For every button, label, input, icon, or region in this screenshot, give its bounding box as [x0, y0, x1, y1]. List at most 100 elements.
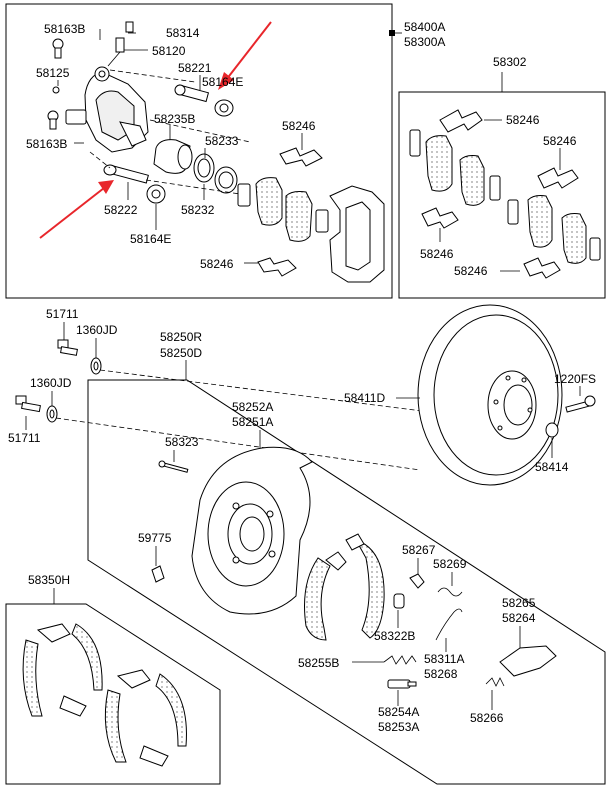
kit-pad-4: [561, 213, 601, 264]
brake-rotor: [417, 304, 563, 486]
pin-58323: [158, 460, 189, 473]
caliper-assembly-box: [5, 3, 393, 299]
label-58323: 58323: [165, 435, 199, 449]
label-58264: 58264: [502, 611, 536, 625]
leader-mark-58400A: [389, 30, 395, 36]
label-58350H: 58350H: [28, 573, 70, 587]
label-58246-r1: 58246: [506, 113, 540, 127]
spring-58311A: [435, 608, 463, 641]
strut-58254A: [387, 679, 417, 689]
guide-bolt-bottom: [47, 110, 59, 130]
label-58322B: 58322B: [374, 629, 415, 643]
kit-clip-3: [421, 207, 459, 229]
label-58250D: 58250D: [160, 346, 202, 360]
label-58233: 58233: [205, 134, 239, 148]
rotor-screw-1220FS: [565, 395, 596, 413]
label-58163B-top: 58163B: [44, 22, 85, 36]
dust-boot: [214, 166, 238, 194]
label-58400A: 58400A: [404, 20, 445, 34]
brake-pad-2: [285, 191, 329, 242]
spring-58266: [485, 677, 505, 687]
label-58221: 58221: [178, 61, 212, 75]
bolt-51711-upper: [57, 339, 78, 356]
label-58246-b: 58246: [200, 257, 234, 271]
red-arrow-top: [218, 21, 272, 90]
label-58164E-bot: 58164E: [130, 232, 171, 246]
label-58311A: 58311A: [424, 652, 464, 666]
kit-clip-2: [537, 167, 579, 189]
kit-shoe-1: [22, 623, 71, 717]
kit-shoe-2: [59, 623, 103, 717]
spring-58322B: [393, 593, 405, 609]
spring-58255B: [383, 655, 417, 665]
label-58302: 58302: [493, 55, 527, 69]
backing-plate-assembly-box: [87, 379, 606, 785]
pad-clip-upper: [279, 147, 323, 167]
backing-plate: [191, 446, 313, 615]
label-58267: 58267: [402, 543, 436, 557]
label-58250R: 58250R: [160, 330, 202, 344]
part-59775: [151, 565, 165, 583]
guide-pin-upper: [174, 84, 210, 103]
label-58251A: 58251A: [232, 415, 273, 429]
kit-pad-3: [507, 195, 553, 248]
bolt-dash-lower: [55, 417, 421, 471]
label-1220FS: 1220FS: [554, 372, 596, 386]
caliper-carrier: [329, 185, 385, 283]
label-58120: 58120: [152, 44, 186, 58]
cap-58125: [52, 86, 60, 94]
pad-clip-lower: [257, 257, 297, 277]
kit-shoe-3: [104, 669, 151, 763]
guide-pin-lower: [103, 164, 149, 184]
label-58268: 58268: [424, 667, 458, 681]
label-58269: 58269: [433, 557, 467, 571]
label-58414: 58414: [535, 460, 569, 474]
kit-clip-1: [439, 109, 483, 133]
label-58232: 58232: [181, 203, 215, 217]
label-58246-r4: 58246: [454, 264, 488, 278]
adjuster-lever-58267: [409, 573, 425, 589]
kit-pad-2: [459, 155, 501, 206]
label-58253A: 58253A: [378, 720, 419, 734]
washer-1360JD-lower: [46, 405, 58, 423]
kit-clip-4: [523, 257, 561, 279]
kit-pad-1: [409, 129, 453, 192]
caliper-dash-1: [109, 69, 196, 83]
caliper-housing: [65, 66, 149, 153]
label-58411D: 58411D: [344, 391, 385, 405]
brake-shoe-left: [304, 551, 347, 641]
adjuster-58264: [499, 645, 557, 677]
label-58265: 58265: [502, 596, 536, 610]
label-58246-r2: 58246: [543, 134, 577, 148]
label-58125: 58125: [36, 66, 70, 80]
washer-1360JD-upper: [90, 357, 102, 375]
label-1360JD-b: 1360JD: [30, 376, 72, 390]
label-58266: 58266: [470, 711, 504, 725]
label-59775: 59775: [138, 531, 172, 545]
label-58222: 58222: [104, 203, 138, 217]
kit-shoe-4: [139, 673, 187, 767]
caliper-dash-3: [89, 151, 111, 169]
plug-58414: [545, 422, 559, 438]
red-arrow-bottom: [39, 180, 114, 239]
label-58235B: 58235B: [154, 112, 195, 126]
piston: [153, 139, 193, 174]
label-58246-r3: 58246: [420, 247, 454, 261]
label-58164E-top: 58164E: [202, 75, 243, 89]
bolt-51711-lower: [15, 395, 41, 413]
label-58300A: 58300A: [404, 35, 445, 49]
label-58314: 58314: [166, 26, 200, 40]
spring-58269: [437, 587, 463, 597]
brake-pad-1: [237, 177, 283, 226]
pad-kit-box: [398, 91, 606, 299]
label-58252A: 58252A: [232, 400, 273, 414]
piston-seal: [193, 153, 215, 183]
boot-lower: [146, 184, 166, 204]
label-58255B: 58255B: [298, 656, 339, 670]
caliper-dash-2: [149, 119, 251, 143]
label-51711-b: 51711: [8, 431, 41, 445]
label-51711-a: 51711: [46, 307, 79, 321]
label-58254A: 58254A: [378, 705, 419, 719]
boot-upper: [214, 99, 234, 117]
